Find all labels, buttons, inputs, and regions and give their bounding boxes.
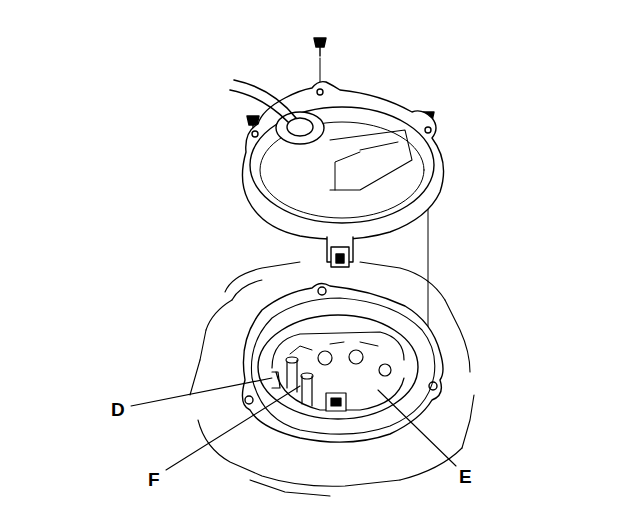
callout-letter: E: [459, 467, 472, 486]
mounting-flange: [242, 283, 443, 442]
electrical-connector: [327, 237, 353, 267]
leader-line: [378, 390, 456, 466]
pump-cover: [230, 80, 444, 239]
leader-line: [131, 378, 272, 406]
screw: [314, 38, 326, 56]
callout-letter: D: [111, 400, 125, 419]
leader-line: [166, 386, 300, 470]
tank-surface: [190, 262, 474, 496]
callout-letter: F: [148, 470, 160, 489]
pump-top: [272, 332, 404, 411]
